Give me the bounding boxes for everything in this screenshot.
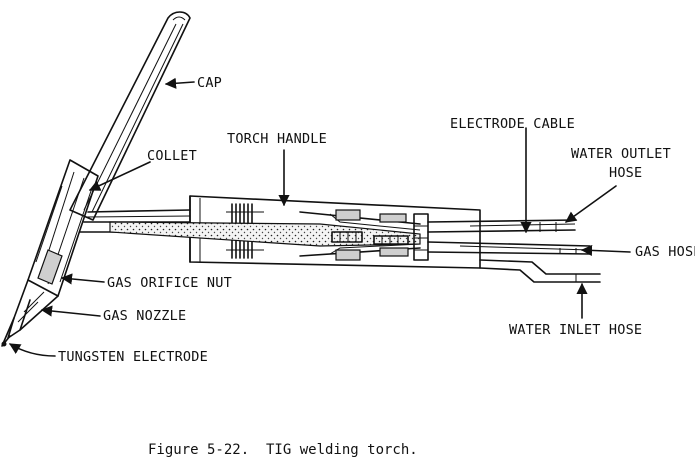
label-water-outlet-line2: HOSE — [609, 165, 642, 181]
cap-body — [69, 11, 191, 221]
leader-tungsten-electrode — [9, 343, 56, 357]
tungsten-electrode-tip — [1, 317, 15, 347]
label-water-outlet-line1: WATER OUTLET — [571, 146, 671, 162]
label-gas-hose: GAS HOSE — [635, 244, 695, 260]
torch-head — [7, 159, 99, 339]
labels: CAP COLLET TORCH HANDLE ELECTRODE CABLE … — [58, 75, 695, 365]
leader-gas-orifice-nut — [60, 273, 105, 285]
leader-collet — [88, 161, 151, 191]
leader-lines — [9, 77, 631, 357]
label-collet: COLLET — [147, 148, 197, 164]
leader-gas-hose — [580, 244, 631, 257]
label-gas-nozzle: GAS NOZZLE — [103, 308, 186, 324]
leader-water-outlet-hose — [565, 185, 617, 223]
label-torch-handle: TORCH HANDLE — [227, 131, 327, 147]
label-cap: CAP — [197, 75, 222, 91]
leader-gas-nozzle — [40, 305, 101, 317]
leader-cap — [164, 77, 195, 89]
label-electrode-cable: ELECTRODE CABLE — [450, 116, 575, 132]
internal-fittings — [331, 209, 429, 261]
hoses-exit — [427, 219, 601, 283]
label-water-inlet-hose: WATER INLET HOSE — [509, 322, 642, 338]
label-gas-orifice-nut: GAS ORIFICE NUT — [107, 275, 232, 291]
internal-conductor — [109, 211, 421, 257]
label-tungsten-electrode: TUNGSTEN ELECTRODE — [58, 349, 208, 365]
figure-caption: Figure 5-22. TIG welding torch. — [148, 442, 418, 458]
